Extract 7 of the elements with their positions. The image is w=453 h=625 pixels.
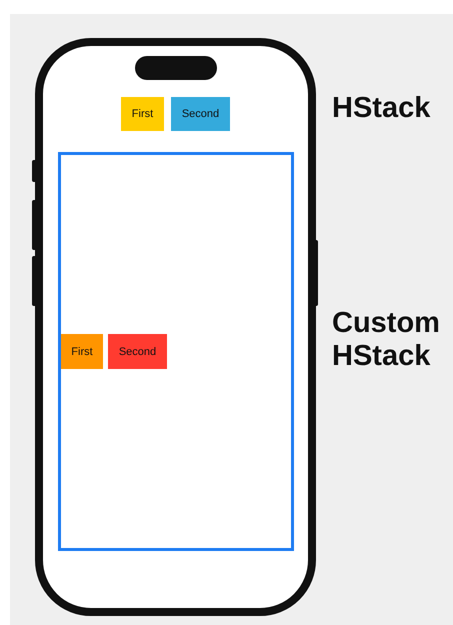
side-label: HStack bbox=[332, 92, 432, 125]
stack-item-box: First bbox=[61, 334, 103, 369]
stack-item-box: First bbox=[121, 97, 164, 131]
side-label: Custom HStack bbox=[332, 307, 441, 373]
stack-item-box: Second bbox=[108, 334, 167, 369]
stack-item-box: Second bbox=[171, 97, 230, 131]
frame-box bbox=[58, 152, 294, 551]
